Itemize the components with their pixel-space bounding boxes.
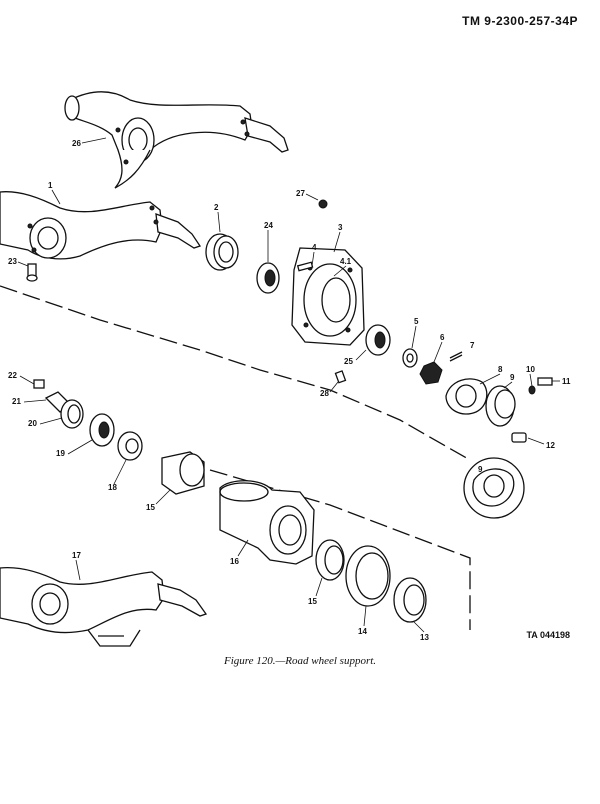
callout-4-1: 4.1 — [340, 257, 352, 266]
callout-8: 8 — [498, 365, 503, 374]
callout-27: 27 — [296, 189, 305, 198]
nut-part-6 — [419, 361, 443, 385]
callout-3: 3 — [338, 223, 343, 232]
detail-inset-part-9 — [463, 457, 525, 519]
callout-26: 26 — [72, 139, 81, 148]
callout-4: 4 — [312, 243, 317, 252]
art-identifier: TA 044198 — [526, 630, 570, 640]
seal-ring-part-2 — [205, 233, 239, 271]
seal-part-13 — [393, 577, 427, 623]
document-number: TM 9-2300-257-34P — [462, 14, 578, 28]
bearing-part-24 — [256, 262, 280, 294]
ring-part-14 — [345, 545, 391, 607]
callout-12: 12 — [546, 441, 555, 450]
callout-15-upper: 15 — [146, 503, 155, 512]
hub-part-3 — [291, 247, 365, 346]
bearing-part-25 — [365, 324, 391, 356]
callout-15-lower: 15 — [308, 597, 317, 606]
callout-17: 17 — [72, 551, 81, 560]
callout-21: 21 — [12, 397, 21, 406]
callout-9: 9 — [510, 373, 515, 382]
plate-part-18 — [117, 431, 143, 461]
road-wheel-arm-lower — [0, 566, 208, 647]
callout-labels: 26 27 1 2 24 3 4 4.1 23 5 6 7 25 — [8, 137, 571, 642]
bolt-part-22 — [33, 379, 45, 389]
callout-20: 20 — [28, 419, 37, 428]
callout-22: 22 — [8, 371, 17, 380]
section-divider-upper — [0, 285, 471, 461]
callout-14: 14 — [358, 627, 367, 636]
housing-part-16 — [219, 480, 315, 565]
callout-28: 28 — [320, 389, 329, 398]
bearing-part-19 — [89, 413, 115, 447]
callout-25: 25 — [344, 357, 353, 366]
callout-13: 13 — [420, 633, 429, 642]
cotter-pin-part-7 — [449, 351, 463, 362]
road-wheel-arm-middle — [0, 191, 202, 260]
callout-1: 1 — [48, 181, 53, 190]
screw-part-11 — [537, 377, 553, 386]
figure-caption: Figure 120.—Road wheel support. — [223, 655, 377, 667]
hub-cap-part-9 — [485, 385, 516, 427]
callout-11: 11 — [562, 377, 571, 386]
callout-19: 19 — [56, 449, 65, 458]
bolt-part-23 — [26, 263, 38, 282]
seal-part-20 — [60, 399, 84, 429]
gasket-part-8 — [445, 378, 488, 415]
callout-7: 7 — [470, 341, 475, 350]
washer-part-5 — [402, 348, 418, 368]
sleeve-part-15-upper — [161, 451, 205, 495]
bolt-part-27 — [318, 199, 328, 209]
callout-2: 2 — [214, 203, 219, 212]
callout-24: 24 — [264, 221, 273, 230]
sleeve-part-15-lower — [315, 539, 345, 581]
road-wheel-arm-upper — [64, 91, 289, 189]
callout-9-detail: 9 — [478, 465, 483, 474]
bolt-part-12 — [511, 432, 527, 443]
callout-5: 5 — [414, 317, 419, 326]
screw-part-10 — [528, 385, 536, 395]
callout-23: 23 — [8, 257, 17, 266]
bolt-part-28 — [334, 370, 347, 384]
callout-16: 16 — [230, 557, 239, 566]
callout-10: 10 — [526, 365, 535, 374]
callout-18: 18 — [108, 483, 117, 492]
callout-6: 6 — [440, 333, 445, 342]
